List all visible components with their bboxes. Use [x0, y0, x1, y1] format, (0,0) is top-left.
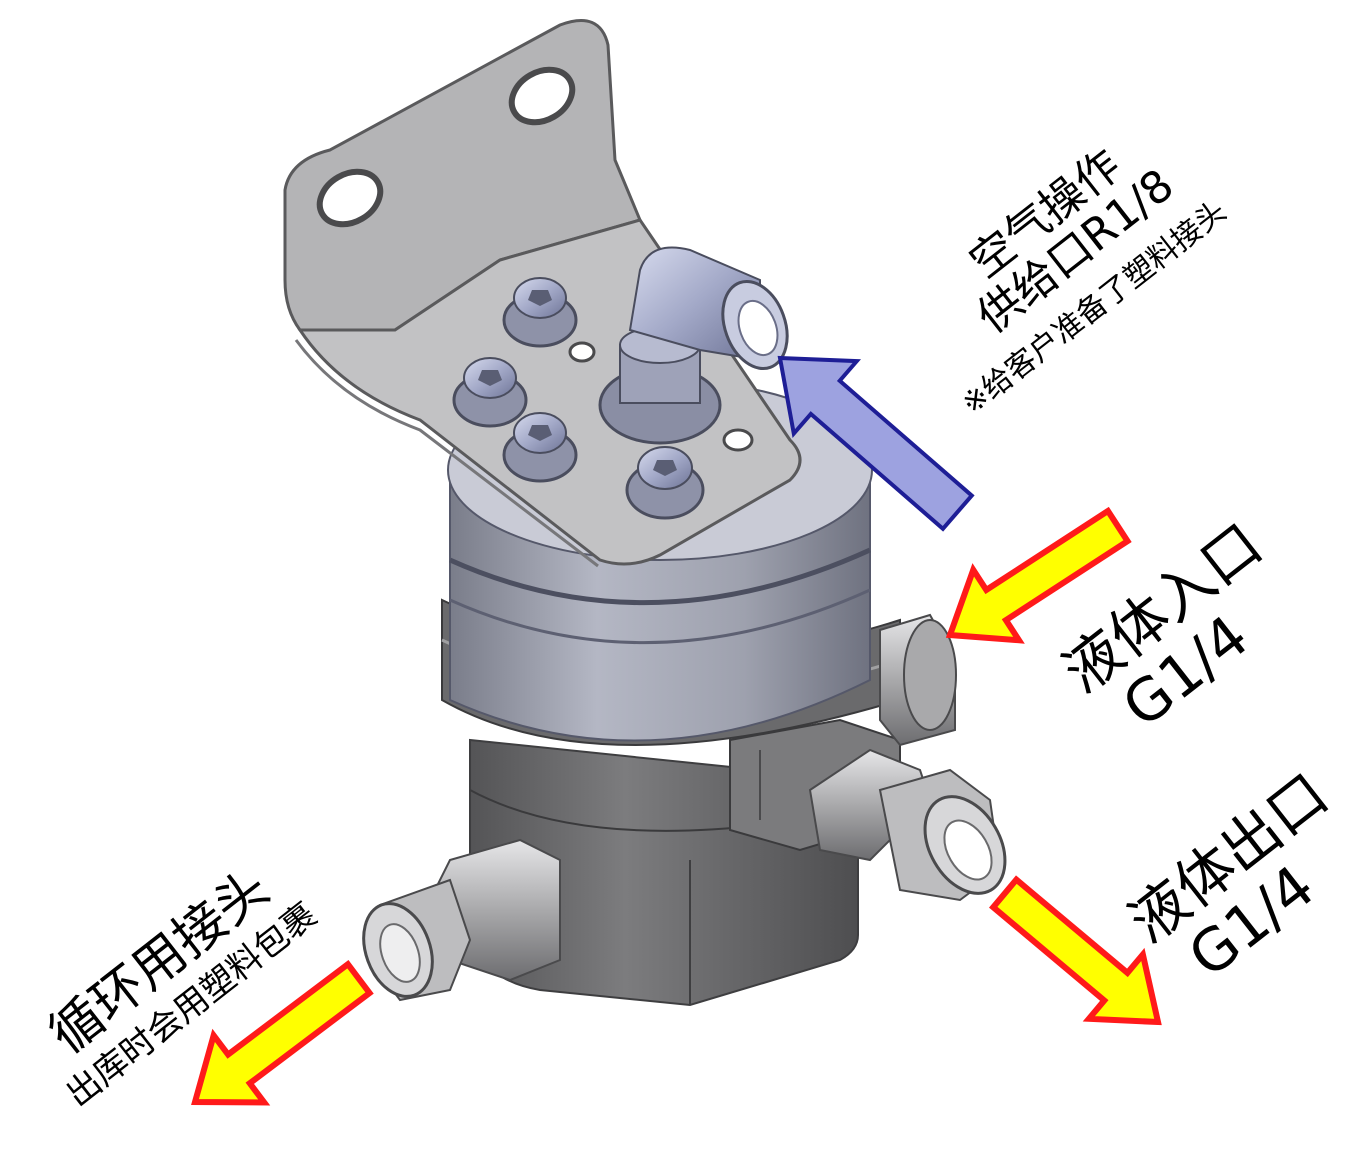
liquid-inlet-arrow — [945, 506, 1132, 644]
socket-head-screws — [452, 277, 754, 520]
liquid-outlet-fitting — [808, 748, 1007, 902]
screw-1 — [502, 277, 578, 348]
circulation-arrow — [191, 960, 374, 1106]
screw-2 — [452, 357, 528, 428]
liquid-inlet-fitting — [879, 613, 957, 747]
circulation-fitting — [362, 838, 561, 1002]
air-supply-elbow-fitting — [598, 246, 789, 445]
screw-3 — [502, 412, 578, 483]
air-supply-arrow — [777, 355, 975, 532]
screw-4 — [625, 446, 705, 520]
liquid-outlet-arrow — [988, 875, 1162, 1026]
